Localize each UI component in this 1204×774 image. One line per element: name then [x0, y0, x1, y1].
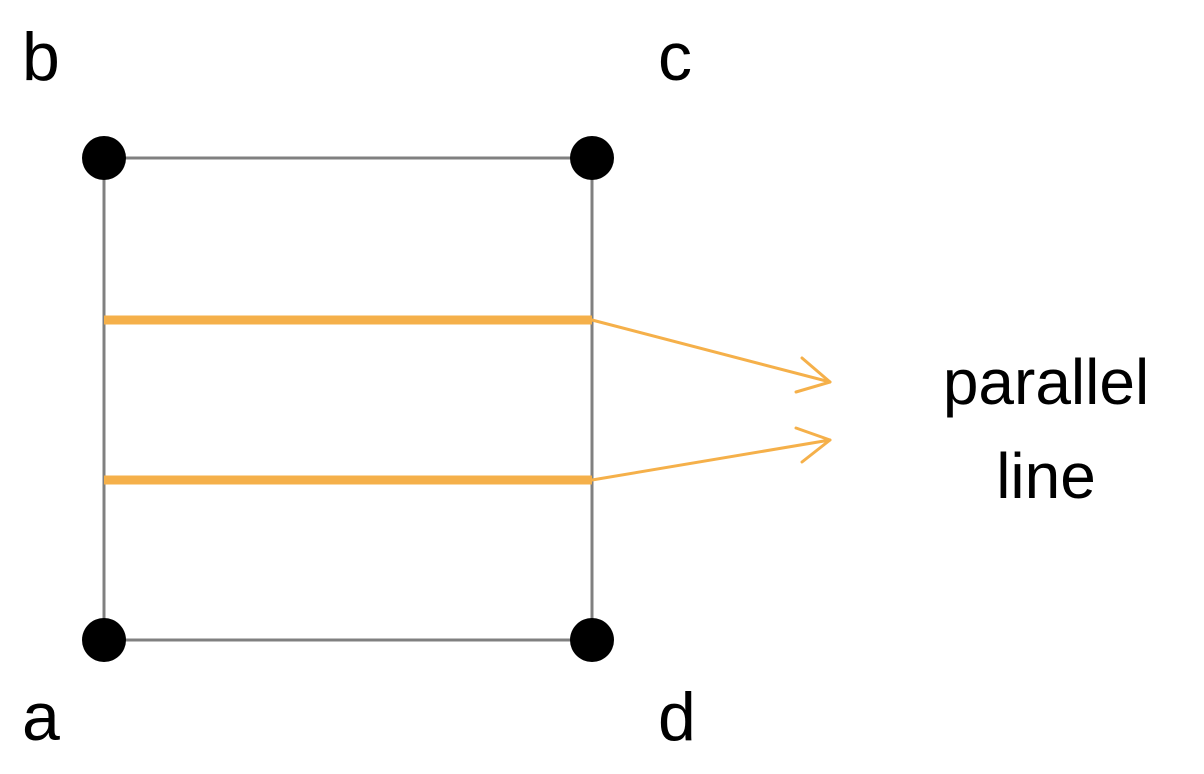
arrow-lower [590, 426, 832, 482]
vertex-dot-b [82, 136, 126, 180]
annotation-line1: parallel [943, 346, 1149, 418]
vertex-dot-c [570, 136, 614, 180]
vertex-label-c: c [658, 19, 692, 95]
annotation-line2: line [996, 440, 1096, 512]
vertex-dot-d [570, 618, 614, 662]
vertex-dot-a [82, 618, 126, 662]
vertex-label-a: a [22, 679, 60, 755]
arrow-upper [590, 318, 832, 394]
vertex-label-d: d [658, 679, 696, 755]
vertex-label-b: b [22, 19, 60, 95]
